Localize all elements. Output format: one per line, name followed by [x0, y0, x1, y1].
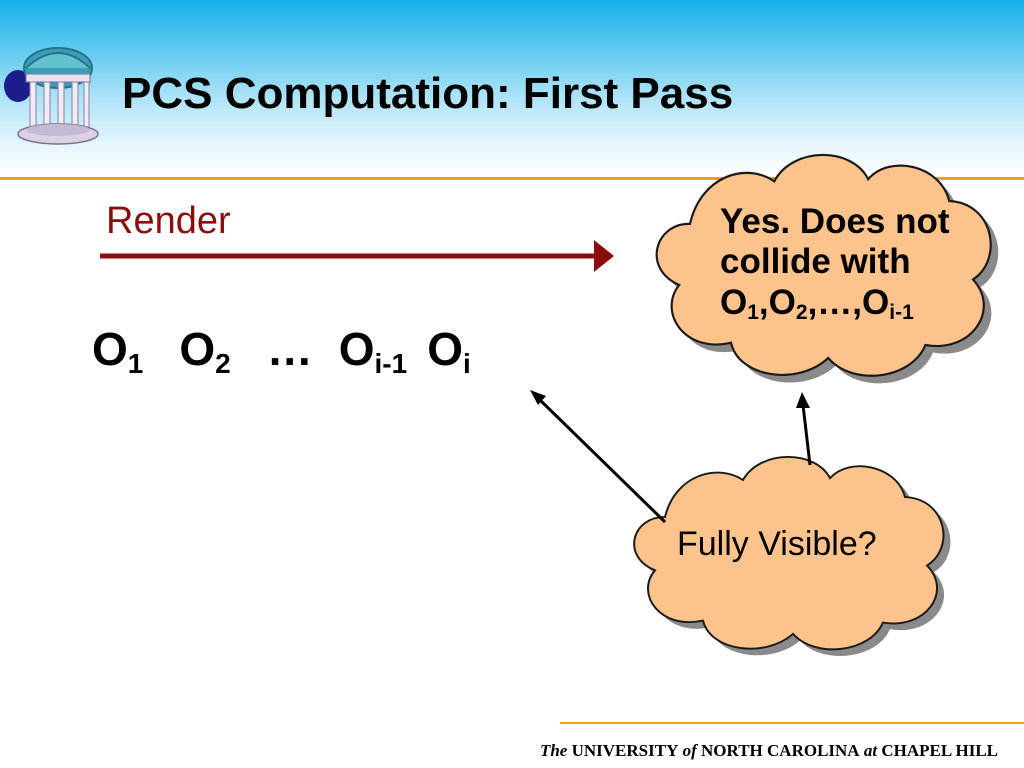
- old-well-logo-icon: [4, 47, 99, 145]
- seq-ellipsis: …: [266, 323, 313, 375]
- object-sequence: O1 O2 … Oi-1 Oi: [92, 322, 471, 380]
- slide-title: PCS Computation: First Pass: [122, 69, 734, 118]
- render-label: Render: [106, 200, 231, 242]
- collide-callout-text: Yes. Does not collide with O1,O2,…,Oi-1: [720, 202, 950, 324]
- seq-oi-minus-1: Oi-1: [338, 323, 408, 379]
- header-rule: [0, 177, 1024, 180]
- header-band: [0, 0, 1024, 178]
- seq-o2: O2: [179, 323, 231, 379]
- render-arrow: [100, 240, 614, 272]
- footer-university: The UNIVERSITY of NORTH CAROLINA at CHAP…: [539, 741, 998, 760]
- seq-oi: Oi: [427, 323, 471, 379]
- arrow-to-oi: [530, 390, 667, 524]
- arrow-to-cloud: [796, 392, 812, 466]
- seq-o1: O1: [92, 323, 144, 379]
- footer-rule: [560, 722, 1024, 724]
- visible-callout-text: Fully Visible?: [677, 525, 877, 563]
